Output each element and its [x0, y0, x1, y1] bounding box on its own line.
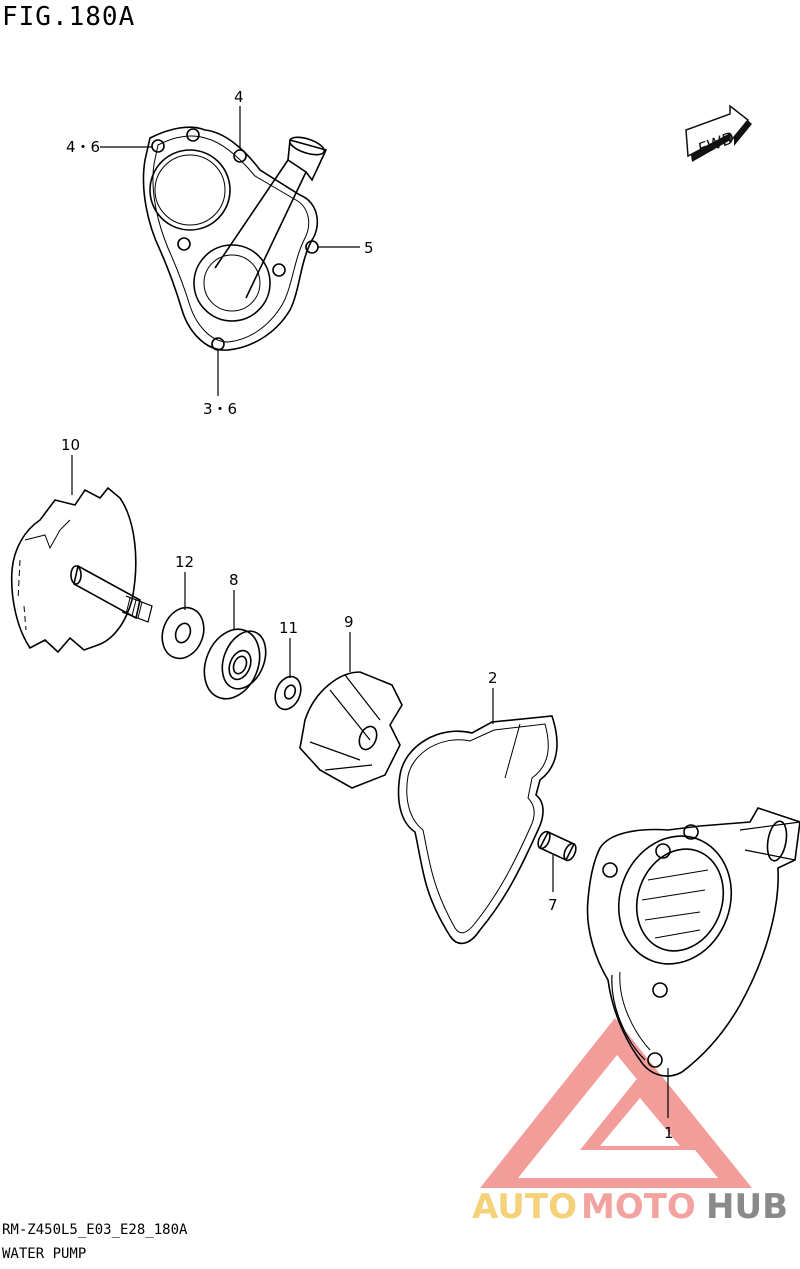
dowel-pin-part: [537, 830, 577, 862]
small-washer-part: [274, 675, 302, 711]
callout-1: 1: [664, 1124, 674, 1142]
watermark-text: AUTO MOTO HUB: [472, 1187, 788, 1227]
figure-name: WATER PUMP: [2, 1246, 87, 1262]
callout-4-6: 4・6: [66, 138, 100, 156]
washer-part: [161, 606, 205, 660]
callout-labels: 4 4・6 5 3・6 10 12 8 11 9 2 7 1: [61, 88, 674, 1142]
callout-9: 9: [344, 613, 354, 631]
figure-title: FIG.180A: [2, 2, 136, 32]
watermark-logo-icon: [480, 1018, 752, 1188]
callout-12: 12: [175, 553, 194, 571]
callout-10: 10: [61, 436, 80, 454]
callout-4: 4: [234, 88, 244, 106]
pump-cover-part: [142, 126, 328, 351]
leader-lines: [71, 106, 669, 1118]
shaft-gear-part: [10, 486, 153, 654]
gasket-part: [397, 715, 558, 945]
pump-case-part: [586, 807, 800, 1077]
callout-3-6: 3・6: [203, 400, 237, 418]
mechanical-seal-part: [203, 628, 267, 700]
watermark-moto: MOTO: [581, 1187, 696, 1227]
watermark-auto: AUTO: [472, 1187, 577, 1227]
figure-code: RM-Z450L5_E03_E28_180A: [2, 1222, 188, 1238]
callout-11: 11: [279, 619, 298, 637]
impeller-part: [299, 671, 403, 789]
callout-8: 8: [229, 571, 239, 589]
callout-2: 2: [488, 669, 498, 687]
callout-5: 5: [364, 239, 374, 257]
callout-7: 7: [548, 896, 558, 914]
watermark-hub: HUB: [706, 1187, 788, 1227]
fwd-arrow-icon: FWD: [685, 104, 752, 162]
